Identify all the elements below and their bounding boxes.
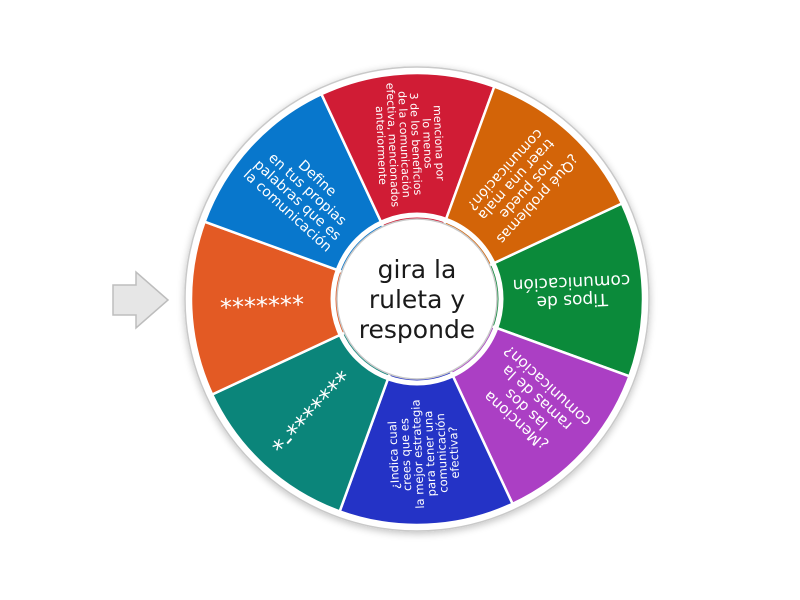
- wheel-hub-ring: [330, 212, 504, 386]
- wheel-segment-label: *******: [220, 290, 305, 322]
- arrow-right-icon: [112, 270, 170, 330]
- wheel-segment-asteriscos: [189, 220, 421, 397]
- wheel-segment-label: ¿Indica cualcrees que esla mejor estrate…: [384, 398, 463, 510]
- wheel-segment-tipos: [413, 201, 645, 378]
- wheel-segment-estrategia: [338, 295, 515, 527]
- spin-wheel[interactable]: Tipos decomunicación¿Mencionalas dosrama…: [184, 66, 650, 532]
- wheel-segment-beneficios: [319, 71, 496, 303]
- wheel-hub[interactable]: [336, 218, 498, 380]
- wheel-segment-label: Tipos decomunicación: [512, 270, 631, 313]
- wheel-segment-label: menciona porlo menos3 de los beneficiosd…: [372, 80, 448, 208]
